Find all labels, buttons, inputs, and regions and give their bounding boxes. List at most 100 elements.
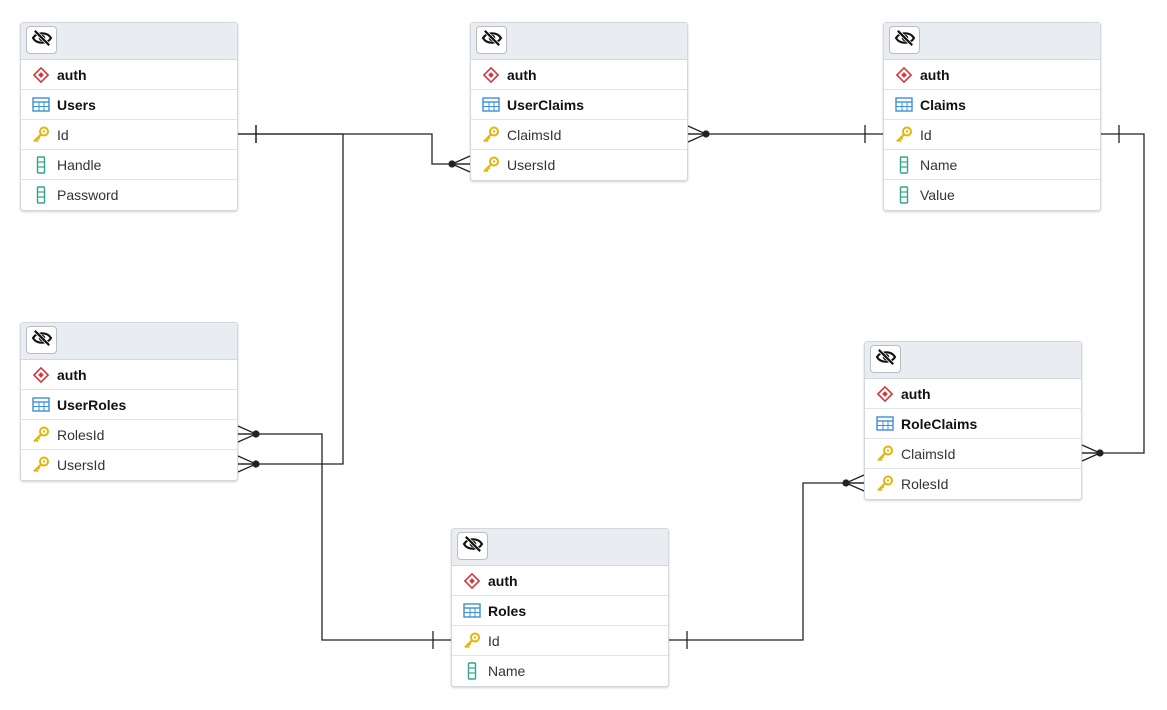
visibility-toggle-button[interactable]	[889, 26, 920, 54]
column-row-value-label: Value	[920, 187, 955, 203]
column-row-usersid[interactable]: UsersId	[471, 150, 687, 180]
schema-row-label: auth	[488, 572, 518, 589]
column-icon	[32, 186, 50, 204]
column-row-id-label: Id	[920, 126, 932, 143]
column-row-claimsid[interactable]: ClaimsId	[865, 439, 1081, 469]
table-header	[21, 323, 237, 360]
table-header	[884, 23, 1100, 60]
column-row-id-label: Id	[488, 632, 500, 649]
table-name-row[interactable]: Claims	[884, 90, 1100, 120]
visibility-toggle-button[interactable]	[26, 26, 57, 54]
table-grid-icon	[482, 96, 500, 114]
schema-row[interactable]: auth	[865, 379, 1081, 409]
column-row-claimsid-label: ClaimsId	[507, 126, 562, 143]
column-row-password-label: Password	[57, 187, 119, 203]
column-row-name[interactable]: Name	[884, 150, 1100, 180]
table-name-row-label: RoleClaims	[901, 415, 978, 432]
table-header	[471, 23, 687, 60]
column-row-rolesid[interactable]: RolesId	[21, 420, 237, 450]
table-name-row-label: Claims	[920, 96, 966, 113]
schema-diamond-icon	[32, 366, 50, 384]
visibility-toggle-button[interactable]	[26, 326, 57, 354]
relationship-line	[238, 133, 344, 465]
column-row-rolesid[interactable]: RolesId	[865, 469, 1081, 499]
relationship-line	[238, 433, 451, 641]
key-icon	[482, 156, 500, 174]
column-row-claimsid[interactable]: ClaimsId	[471, 120, 687, 150]
eye-slash-icon	[894, 29, 916, 52]
table-name-row[interactable]: RoleClaims	[865, 409, 1081, 439]
table-name-row-label: UserRoles	[57, 396, 127, 413]
table-name-row-label: Users	[57, 96, 96, 113]
column-row-usersid-label: UsersId	[57, 457, 106, 473]
column-row-id[interactable]: Id	[452, 626, 668, 656]
many-marker-dot	[1096, 449, 1104, 457]
table-header	[21, 23, 237, 60]
column-row-handle[interactable]: Handle	[21, 150, 237, 180]
schema-row[interactable]: auth	[21, 60, 237, 90]
column-row-usersid-label: UsersId	[507, 157, 556, 173]
eye-slash-icon	[875, 348, 897, 371]
many-marker-dot	[252, 430, 260, 438]
table-grid-icon	[463, 602, 481, 620]
many-marker-dot	[842, 479, 850, 487]
table-name-row[interactable]: UserRoles	[21, 390, 237, 420]
column-row-name[interactable]: Name	[452, 656, 668, 686]
column-icon	[895, 186, 913, 204]
eye-slash-icon	[481, 29, 503, 52]
schema-diamond-icon	[482, 66, 500, 84]
schema-row[interactable]: auth	[471, 60, 687, 90]
table-grid-icon	[32, 96, 50, 114]
key-icon	[482, 126, 500, 144]
schema-row[interactable]: auth	[884, 60, 1100, 90]
table-name-row[interactable]: Roles	[452, 596, 668, 626]
table-grid-icon	[32, 396, 50, 414]
key-icon	[895, 126, 913, 144]
column-row-id-label: Id	[57, 126, 69, 143]
many-marker-dot	[448, 160, 456, 168]
table-grid-icon	[895, 96, 913, 114]
visibility-toggle-button[interactable]	[457, 532, 488, 560]
table-header	[452, 529, 668, 566]
column-icon	[463, 662, 481, 680]
eye-slash-icon	[462, 535, 484, 558]
column-row-id[interactable]: Id	[21, 120, 237, 150]
schema-diamond-icon	[895, 66, 913, 84]
column-row-rolesid-label: RolesId	[57, 426, 105, 443]
visibility-toggle-button[interactable]	[870, 345, 901, 373]
column-row-id[interactable]: Id	[884, 120, 1100, 150]
schema-row[interactable]: auth	[21, 360, 237, 390]
column-row-claimsid-label: ClaimsId	[901, 445, 956, 462]
table-header	[865, 342, 1081, 379]
key-icon	[876, 475, 894, 493]
schema-row-label: auth	[901, 385, 931, 402]
schema-row[interactable]: auth	[452, 566, 668, 596]
relationship-line	[238, 133, 470, 165]
eye-slash-icon	[31, 329, 53, 352]
key-icon	[32, 456, 50, 474]
table-name-row[interactable]: UserClaims	[471, 90, 687, 120]
column-row-handle-label: Handle	[57, 156, 102, 173]
schema-row-label: auth	[507, 66, 537, 83]
key-icon	[32, 426, 50, 444]
key-icon	[32, 126, 50, 144]
column-row-name-label: Name	[920, 156, 958, 173]
column-row-value[interactable]: Value	[884, 180, 1100, 210]
table-grid-icon	[876, 415, 894, 433]
visibility-toggle-button[interactable]	[476, 26, 507, 54]
relationship-line	[669, 482, 864, 641]
column-row-usersid[interactable]: UsersId	[21, 450, 237, 480]
column-row-password[interactable]: Password	[21, 180, 237, 210]
table-name-row-label: UserClaims	[507, 96, 585, 113]
schema-row-label: auth	[57, 366, 87, 383]
schema-row-label: auth	[57, 66, 87, 83]
table-name-row[interactable]: Users	[21, 90, 237, 120]
